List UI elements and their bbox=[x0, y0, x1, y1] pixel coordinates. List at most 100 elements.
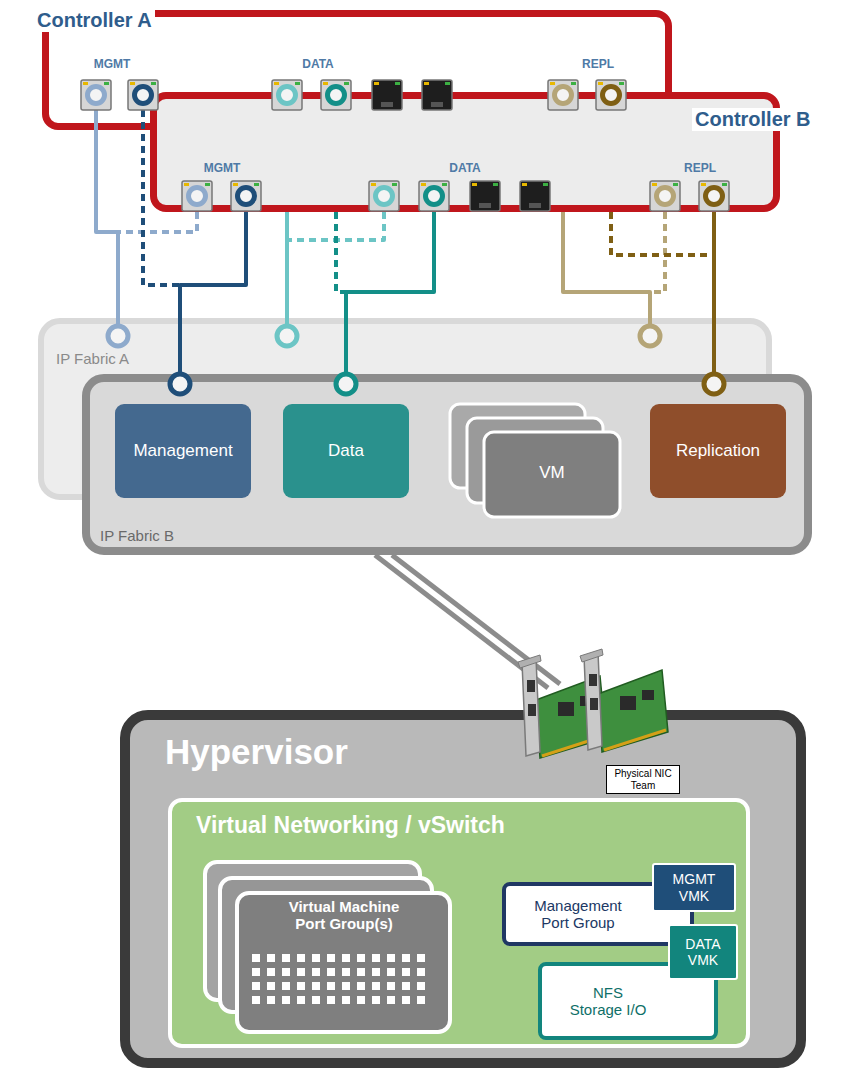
vm-stack-art bbox=[450, 404, 620, 517]
port-housing bbox=[369, 181, 399, 211]
port-cell bbox=[342, 954, 350, 962]
nic-team: Physical NIC Team bbox=[548, 655, 684, 803]
port-led bbox=[424, 82, 429, 85]
port-cell bbox=[312, 954, 320, 962]
port-led bbox=[151, 82, 156, 85]
port-led bbox=[619, 82, 624, 85]
port-housing bbox=[128, 80, 158, 110]
fabric-label: IP Fabric B bbox=[100, 527, 174, 544]
port-led bbox=[104, 82, 109, 85]
port-group-label: DATA bbox=[302, 58, 334, 72]
nic-socket bbox=[589, 674, 597, 686]
port-cell bbox=[297, 982, 305, 990]
nic-chip bbox=[580, 696, 592, 706]
network-cable bbox=[118, 212, 197, 325]
port-cell bbox=[402, 982, 410, 990]
network-cable bbox=[285, 212, 289, 325]
port-cell bbox=[267, 996, 275, 1004]
vm-card bbox=[484, 432, 620, 517]
port-housing bbox=[81, 80, 111, 110]
ethernet-port bbox=[520, 181, 550, 211]
ethernet-port bbox=[272, 80, 302, 110]
service-label: Replication bbox=[676, 441, 760, 461]
port-group-label: REPL bbox=[582, 58, 614, 72]
port-cell bbox=[372, 982, 380, 990]
ethernet-port bbox=[321, 80, 351, 110]
port-led bbox=[130, 82, 135, 85]
port-housing bbox=[182, 181, 212, 211]
port-cell bbox=[357, 954, 365, 962]
nic-contacts bbox=[604, 730, 666, 750]
portgroup-card bbox=[237, 893, 450, 1032]
port-cell bbox=[297, 968, 305, 976]
ethernet-port bbox=[596, 80, 626, 110]
port-cell bbox=[297, 996, 305, 1004]
hypervisor-box: HypervisorVirtual Networking / vSwitchVi… bbox=[120, 710, 806, 1068]
port-cell bbox=[267, 982, 275, 990]
network-cable bbox=[143, 110, 180, 373]
port-housing bbox=[272, 80, 302, 110]
port-group-label: REPL bbox=[684, 162, 716, 176]
ethernet-port bbox=[470, 181, 500, 211]
port-cell bbox=[357, 968, 365, 976]
fabric-port bbox=[640, 326, 660, 346]
service-box: Replication bbox=[650, 404, 786, 498]
service-box: Data bbox=[283, 404, 409, 498]
port-housing bbox=[419, 181, 449, 211]
cable-plug bbox=[376, 188, 393, 205]
port-cell bbox=[327, 954, 335, 962]
ethernet-port bbox=[231, 181, 261, 211]
port-housing bbox=[231, 181, 261, 211]
service-label: Management bbox=[133, 441, 232, 461]
cable-plug bbox=[279, 87, 296, 104]
ethernet-port bbox=[372, 80, 402, 110]
port-housing bbox=[321, 80, 351, 110]
cable-plug bbox=[88, 87, 105, 104]
network-cable bbox=[287, 212, 384, 325]
port-cell bbox=[297, 954, 305, 962]
port-cell bbox=[327, 996, 335, 1004]
network-cable bbox=[650, 212, 665, 325]
nic-bracket bbox=[584, 652, 602, 750]
port-led bbox=[233, 183, 238, 186]
portgroup-box: Management Port GroupMGMT VMK bbox=[502, 882, 694, 946]
service-box: Management bbox=[115, 404, 251, 498]
nic-board bbox=[598, 670, 668, 752]
port-cell bbox=[327, 982, 335, 990]
port-led bbox=[598, 82, 603, 85]
port-cell bbox=[387, 982, 395, 990]
port-group-label: DATA bbox=[449, 162, 481, 176]
port-cell bbox=[402, 968, 410, 976]
network-cable bbox=[336, 212, 346, 373]
ethernet-port bbox=[81, 80, 111, 110]
port-latch bbox=[431, 102, 443, 107]
network-cable bbox=[346, 212, 434, 373]
vm-label: VM bbox=[484, 463, 620, 483]
vswitch-box: Virtual Networking / vSwitchVirtual Mach… bbox=[168, 798, 750, 1048]
port-cell bbox=[252, 954, 260, 962]
port-led bbox=[274, 82, 279, 85]
port-housing bbox=[650, 181, 680, 211]
port-cell bbox=[372, 996, 380, 1004]
port-cell bbox=[342, 982, 350, 990]
fabric-port bbox=[108, 326, 128, 346]
hypervisor-title: Hypervisor bbox=[165, 732, 348, 772]
ethernet-port bbox=[369, 181, 399, 211]
port-latch bbox=[479, 203, 491, 208]
vm-stack: VM bbox=[450, 404, 620, 517]
network-cable bbox=[180, 212, 246, 373]
nic-board bbox=[536, 676, 606, 758]
port-cell bbox=[252, 996, 260, 1004]
port-cell bbox=[342, 968, 350, 976]
port-cell bbox=[387, 968, 395, 976]
port-housing bbox=[470, 181, 500, 211]
port-cell bbox=[402, 996, 410, 1004]
port-latch bbox=[529, 203, 541, 208]
network-cable bbox=[563, 212, 650, 325]
port-cell bbox=[402, 954, 410, 962]
port-cell bbox=[357, 982, 365, 990]
cable-plug bbox=[189, 188, 206, 205]
cable-plug bbox=[603, 87, 620, 104]
cable-plug bbox=[328, 87, 345, 104]
nic-chip bbox=[620, 696, 636, 710]
